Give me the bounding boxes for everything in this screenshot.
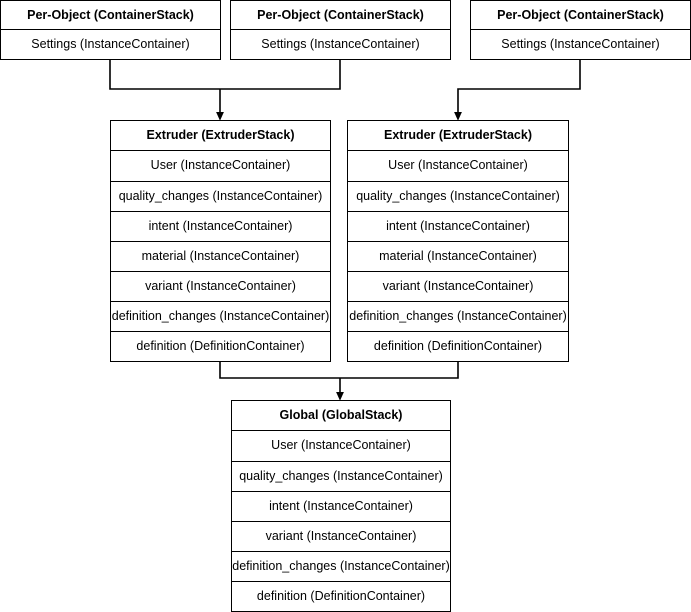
- extruder-stack-1-row-material[interactable]: material (InstanceContainer): [111, 241, 330, 271]
- per-object-stack-3-header: Per-Object (ContainerStack): [471, 1, 690, 30]
- edge-extruder-2-to-global: [340, 360, 459, 379]
- global-stack-row-variant[interactable]: variant (InstanceContainer): [232, 521, 450, 551]
- extruder-stack-1-header: Extruder (ExtruderStack): [111, 121, 330, 151]
- edge-extruder-1-to-global: [219, 360, 340, 379]
- extruder-stack-2-row-material[interactable]: material (InstanceContainer): [348, 241, 568, 271]
- extruder-stack-1-row-quality-changes[interactable]: quality_changes (InstanceContainer): [111, 181, 330, 211]
- extruder-stack-2-row-definition-changes[interactable]: definition_changes (InstanceContainer): [348, 301, 568, 331]
- extruder-stack-2-header: Extruder (ExtruderStack): [348, 121, 568, 151]
- extruder-stack-1-row-user[interactable]: User (InstanceContainer): [150, 158, 291, 172]
- per-object-stack-2-row-settings[interactable]: Settings (InstanceContainer): [261, 37, 420, 51]
- extruder-stack-2[interactable]: Extruder (ExtruderStack) User (InstanceC…: [347, 120, 569, 362]
- global-stack-row-definition[interactable]: definition (DefinitionContainer): [232, 581, 450, 611]
- per-object-stack-2[interactable]: Per-Object (ContainerStack) Settings (In…: [230, 0, 451, 60]
- extruder-stack-1-row-definition[interactable]: definition (DefinitionContainer): [111, 331, 330, 361]
- global-stack[interactable]: Global (GlobalStack) User (InstanceConta…: [231, 400, 451, 612]
- per-object-stack-1-header: Per-Object (ContainerStack): [1, 1, 220, 30]
- extruder-stack-1[interactable]: Extruder (ExtruderStack) User (InstanceC…: [110, 120, 331, 362]
- edge-per-object-1-to-extruder-1: [109, 59, 220, 90]
- per-object-stack-1-row-settings[interactable]: Settings (InstanceContainer): [31, 37, 190, 51]
- per-object-stack-3-row-settings[interactable]: Settings (InstanceContainer): [501, 37, 660, 51]
- extruder-stack-2-row-user[interactable]: User (InstanceContainer): [388, 158, 528, 172]
- extruder-stack-1-row-definition-changes[interactable]: definition_changes (InstanceContainer): [111, 301, 330, 331]
- extruder-stack-2-row-definition[interactable]: definition (DefinitionContainer): [348, 331, 568, 361]
- global-stack-header: Global (GlobalStack): [232, 401, 450, 431]
- per-object-stack-1[interactable]: Per-Object (ContainerStack) Settings (In…: [0, 0, 221, 60]
- per-object-stack-2-header: Per-Object (ContainerStack): [231, 1, 450, 30]
- extruder-stack-2-row-variant[interactable]: variant (InstanceContainer): [348, 271, 568, 301]
- global-stack-row-quality-changes[interactable]: quality_changes (InstanceContainer): [232, 461, 450, 491]
- extruder-stack-1-row-variant[interactable]: variant (InstanceContainer): [111, 271, 330, 301]
- global-stack-row-intent[interactable]: intent (InstanceContainer): [232, 491, 450, 521]
- edge-per-object-3-to-extruder-2: [454, 59, 581, 121]
- per-object-stack-3[interactable]: Per-Object (ContainerStack) Settings (In…: [470, 0, 691, 60]
- global-stack-row-user[interactable]: User (InstanceContainer): [271, 438, 411, 452]
- extruder-stack-2-row-intent[interactable]: intent (InstanceContainer): [348, 211, 568, 241]
- extruder-stack-1-row-intent[interactable]: intent (InstanceContainer): [111, 211, 330, 241]
- edge-per-object-2-to-extruder-1: [220, 59, 341, 90]
- extruder-stack-2-row-quality-changes[interactable]: quality_changes (InstanceContainer): [348, 181, 568, 211]
- global-stack-row-definition-changes[interactable]: definition_changes (InstanceContainer): [232, 551, 450, 581]
